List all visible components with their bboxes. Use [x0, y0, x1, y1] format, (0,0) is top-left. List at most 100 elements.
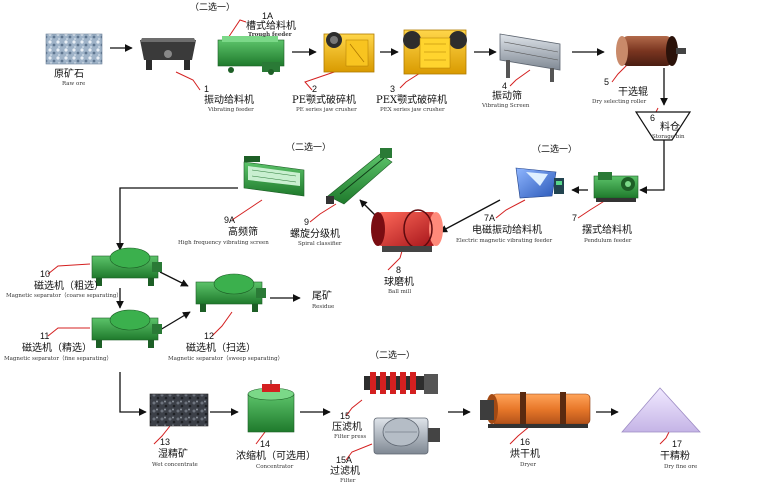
node-label-en: High frequency vibrating screen [178, 240, 269, 246]
node-label: 磁选机（粗选） [34, 281, 104, 292]
node-number: 2 [312, 84, 318, 94]
node-label: 干精粉 [660, 451, 690, 462]
node-number: 5 [604, 77, 610, 87]
node-number: 17 [672, 439, 683, 449]
roller-icon [616, 36, 686, 66]
node-label: 干选辊 [618, 87, 648, 98]
node-label: 球磨机 [384, 277, 414, 288]
node-label-en: Pendulum feeder [584, 238, 632, 244]
node-label-en: Dry selecting roller [592, 99, 647, 105]
arrow-mag11-to-wet [119, 372, 147, 416]
magnetic-separator-sweep-icon [195, 273, 266, 312]
raw-ore-label: 原矿石 [54, 69, 84, 80]
residue-label: 尾矿 [312, 291, 332, 302]
node-label: 槽式给料机 [246, 21, 296, 32]
node-label: 烘干机 [510, 449, 540, 460]
node-number: 1 [204, 84, 210, 94]
node-number: 15A [336, 455, 353, 465]
raw-ore-icon [45, 33, 103, 65]
node-label-en: Wet concentrate [152, 462, 198, 468]
node-number: 14 [260, 439, 271, 449]
flow-arrows [110, 44, 668, 416]
group-label: （二选一） [370, 351, 416, 361]
node-label-en: Vibrating Screen [482, 103, 530, 109]
node-label-en: PEX series jaw crusher [380, 107, 445, 113]
node-label-en: Electric magnetic vibrating feeder [456, 238, 553, 244]
node-label-en: Vibrating feeder [208, 107, 254, 113]
thickener-icon [247, 380, 295, 433]
node-label: 磁选机（扫选） [186, 343, 256, 354]
leader-n2 [304, 69, 341, 91]
arrow-bin-to-pendulum [639, 138, 665, 194]
drum-filter-icon [373, 417, 440, 455]
node-label-en: Magnetic separator（coarse separating） [6, 293, 122, 299]
arrow-emfeeder-to-mill [439, 199, 501, 233]
node-label-en: Trough feeder [248, 32, 292, 38]
group-label: （二选一） [190, 3, 236, 13]
node-label-en: Dryer [520, 462, 537, 468]
trough-feeder-icon [217, 36, 285, 75]
leader-n7 [577, 199, 607, 219]
node-number: 7A [484, 213, 496, 223]
node-label: 压滤机 [332, 422, 362, 433]
node-number: 11 [40, 331, 50, 341]
node-label: 振动给料机 [204, 95, 254, 106]
group-label: （二选一） [532, 145, 578, 155]
node-label-en: Concentrator [256, 464, 294, 470]
leader-lines [47, 19, 671, 461]
node-label-en: Storage bin [652, 134, 685, 140]
rotary-dryer-icon [480, 392, 591, 428]
node-label-en: Dry fine ore [664, 464, 698, 470]
node-label: 螺旋分级机 [290, 229, 340, 240]
hopper-icon [634, 111, 692, 141]
arrow-mag10-to-mag12 [159, 271, 189, 287]
node-number: 13 [160, 437, 171, 447]
arrow-highfreq-to-mag10 [116, 187, 238, 251]
leader-n13 [153, 425, 171, 445]
residue-label-en: Residue [312, 304, 335, 310]
node-label: 料仓 [660, 122, 680, 133]
node-label: 电磁振动给料机 [472, 225, 542, 236]
node-label-en: PE series jaw crusher [296, 107, 357, 113]
leader-n15 [345, 399, 363, 417]
leader-n10 [47, 263, 91, 275]
wet-concentrate-icon [149, 393, 209, 427]
leader-n15a [345, 443, 373, 461]
node-number: 4 [502, 81, 508, 91]
dry-powder-icon [621, 387, 701, 433]
node-label-en: Ball mill [388, 289, 412, 295]
raw-ore-label-en: Raw ore [62, 81, 86, 87]
filter-press-icon [364, 372, 438, 394]
leader-n9a [231, 199, 263, 221]
leader-n7a [495, 199, 526, 219]
high-frequency-screen-icon [243, 156, 305, 197]
spiral-classifier-icon [326, 148, 393, 205]
node-label: 摆式给料机 [582, 225, 632, 236]
node-label: PEX颚式破碎机 [376, 95, 448, 106]
leader-n1a [227, 19, 247, 39]
magnetic-separator-fine-icon [91, 309, 162, 348]
electromagnetic-feeder-icon [515, 167, 564, 199]
node-label: 过滤机 [330, 466, 360, 477]
node-label: 湿精矿 [158, 449, 188, 460]
leader-n1 [175, 71, 201, 91]
node-number: 8 [396, 265, 402, 275]
node-label-en: Magnetic separator（fine separating） [4, 356, 112, 362]
node-label: PE颚式破碎机 [292, 95, 357, 106]
arrow-mag11-to-mag12 [159, 311, 191, 331]
leader-n12 [211, 311, 233, 337]
node-label: 浓缩机（可选用） [236, 451, 316, 462]
ball-mill-icon [371, 209, 443, 252]
node-number: 6 [650, 113, 656, 123]
node-number: 10 [40, 269, 51, 279]
leader-n5 [611, 61, 631, 83]
node-label: 振动筛 [492, 91, 522, 102]
pex-jaw-crusher-icon [403, 29, 467, 75]
node-number: 9 [304, 217, 310, 227]
magnetic-separator-coarse-icon [91, 247, 162, 286]
node-label-en: Filter press [334, 434, 367, 440]
node-number: 12 [204, 331, 215, 341]
node-number: 3 [390, 84, 396, 94]
pe-jaw-crusher-icon [323, 32, 375, 73]
node-number: 16 [520, 437, 531, 447]
